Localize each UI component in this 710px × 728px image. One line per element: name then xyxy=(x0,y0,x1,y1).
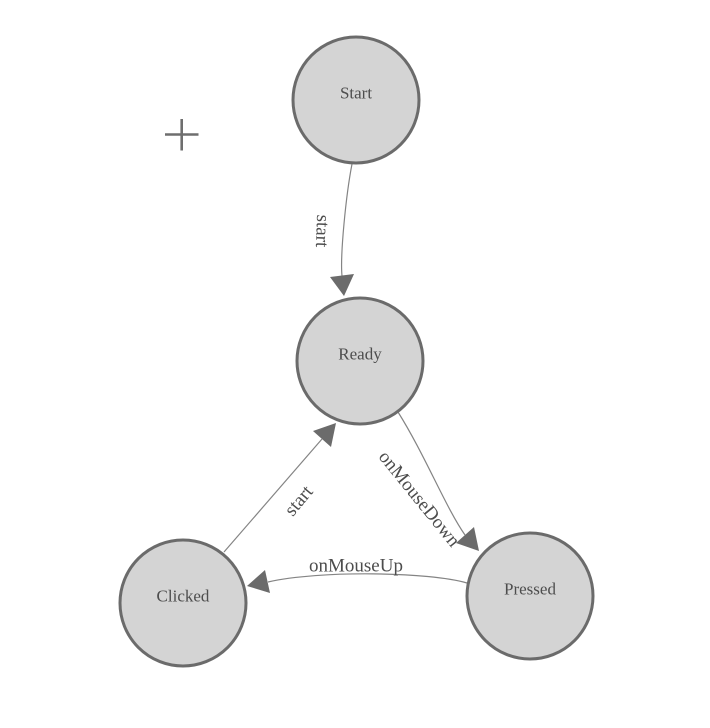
state-node-clicked[interactable]: Clicked xyxy=(118,538,248,668)
edge-label: start xyxy=(311,214,333,248)
node-label: Clicked xyxy=(157,587,210,606)
transition-clicked-to-ready[interactable]: start xyxy=(223,423,336,553)
transition-start-to-ready[interactable]: start xyxy=(311,163,354,296)
node-circle xyxy=(295,296,425,426)
state-node-start[interactable]: Start xyxy=(291,35,421,165)
arrowhead-icon xyxy=(330,274,354,296)
node-circle xyxy=(291,35,421,165)
arrowhead-icon xyxy=(456,527,479,551)
node-label: Pressed xyxy=(504,580,556,599)
node-circle xyxy=(465,531,595,661)
node-label: Ready xyxy=(338,345,382,364)
state-node-ready[interactable]: Ready xyxy=(295,296,425,426)
transition-ready-to-pressed[interactable]: onMouseDown xyxy=(374,411,479,552)
edge-label: onMouseUp xyxy=(309,556,403,577)
edge-label: onMouseDown xyxy=(374,447,464,552)
node-circle xyxy=(118,538,248,668)
transition-pressed-to-clicked[interactable]: onMouseUp xyxy=(247,556,468,594)
edge-path xyxy=(223,438,323,553)
edge-path xyxy=(341,163,353,277)
node-label: Start xyxy=(340,84,372,103)
edge-label: start xyxy=(280,481,318,520)
arrowhead-icon xyxy=(313,423,336,447)
edge-path xyxy=(267,573,468,584)
edge-path xyxy=(397,411,466,536)
origin-cross-icon xyxy=(165,119,199,151)
state-node-pressed[interactable]: Pressed xyxy=(465,531,595,661)
arrowhead-icon xyxy=(247,570,270,593)
